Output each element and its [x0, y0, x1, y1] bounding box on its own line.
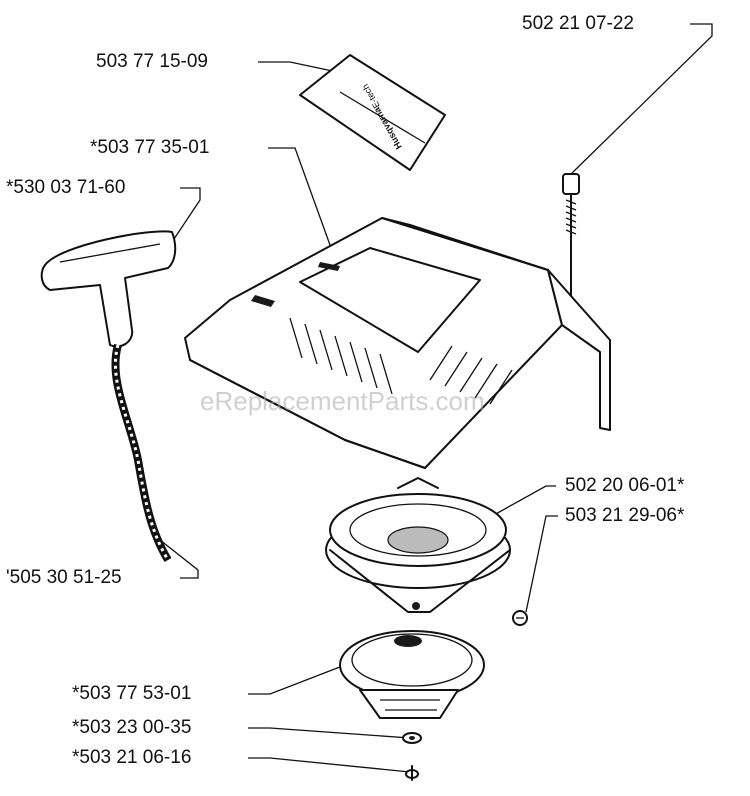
- washer-part-number: *503 23 00-35: [72, 717, 192, 738]
- starter-rope-part: [111, 343, 172, 563]
- starter-cover-part-number: *503 77 35-01: [90, 137, 210, 158]
- rope-pulley-part-number: 502 20 06-01*: [565, 475, 685, 496]
- starter-handle-part: [40, 230, 177, 348]
- label-decal-part-number: 503 77 15-09: [96, 51, 208, 72]
- decal-label-sheet: Husqvarna E-tech: [299, 54, 446, 171]
- screw-part: [405, 765, 419, 781]
- rope-pulley-part: [325, 477, 511, 613]
- bolt-part: [562, 173, 580, 309]
- starter-handle-part-number: *530 03 71-60: [6, 177, 126, 198]
- pulley-screw-part-number: 503 21 29-06*: [565, 505, 685, 526]
- watermark: eReplacementParts.com: [200, 386, 485, 416]
- recoil-spring-assembly-part: [339, 630, 485, 719]
- starter-rope-part-number: '505 30 51-25: [6, 567, 122, 588]
- pulley-screw-part: [512, 610, 528, 626]
- leader-lines: [159, 23, 713, 773]
- recoil-spring-assembly-part-number: *503 77 53-01: [72, 683, 192, 704]
- screw-part-number: *503 21 06-16: [72, 747, 192, 768]
- starter-cover-part: [184, 217, 611, 469]
- washer-part: [402, 732, 422, 744]
- bolt-part-number: 502 21 07-22: [522, 13, 634, 34]
